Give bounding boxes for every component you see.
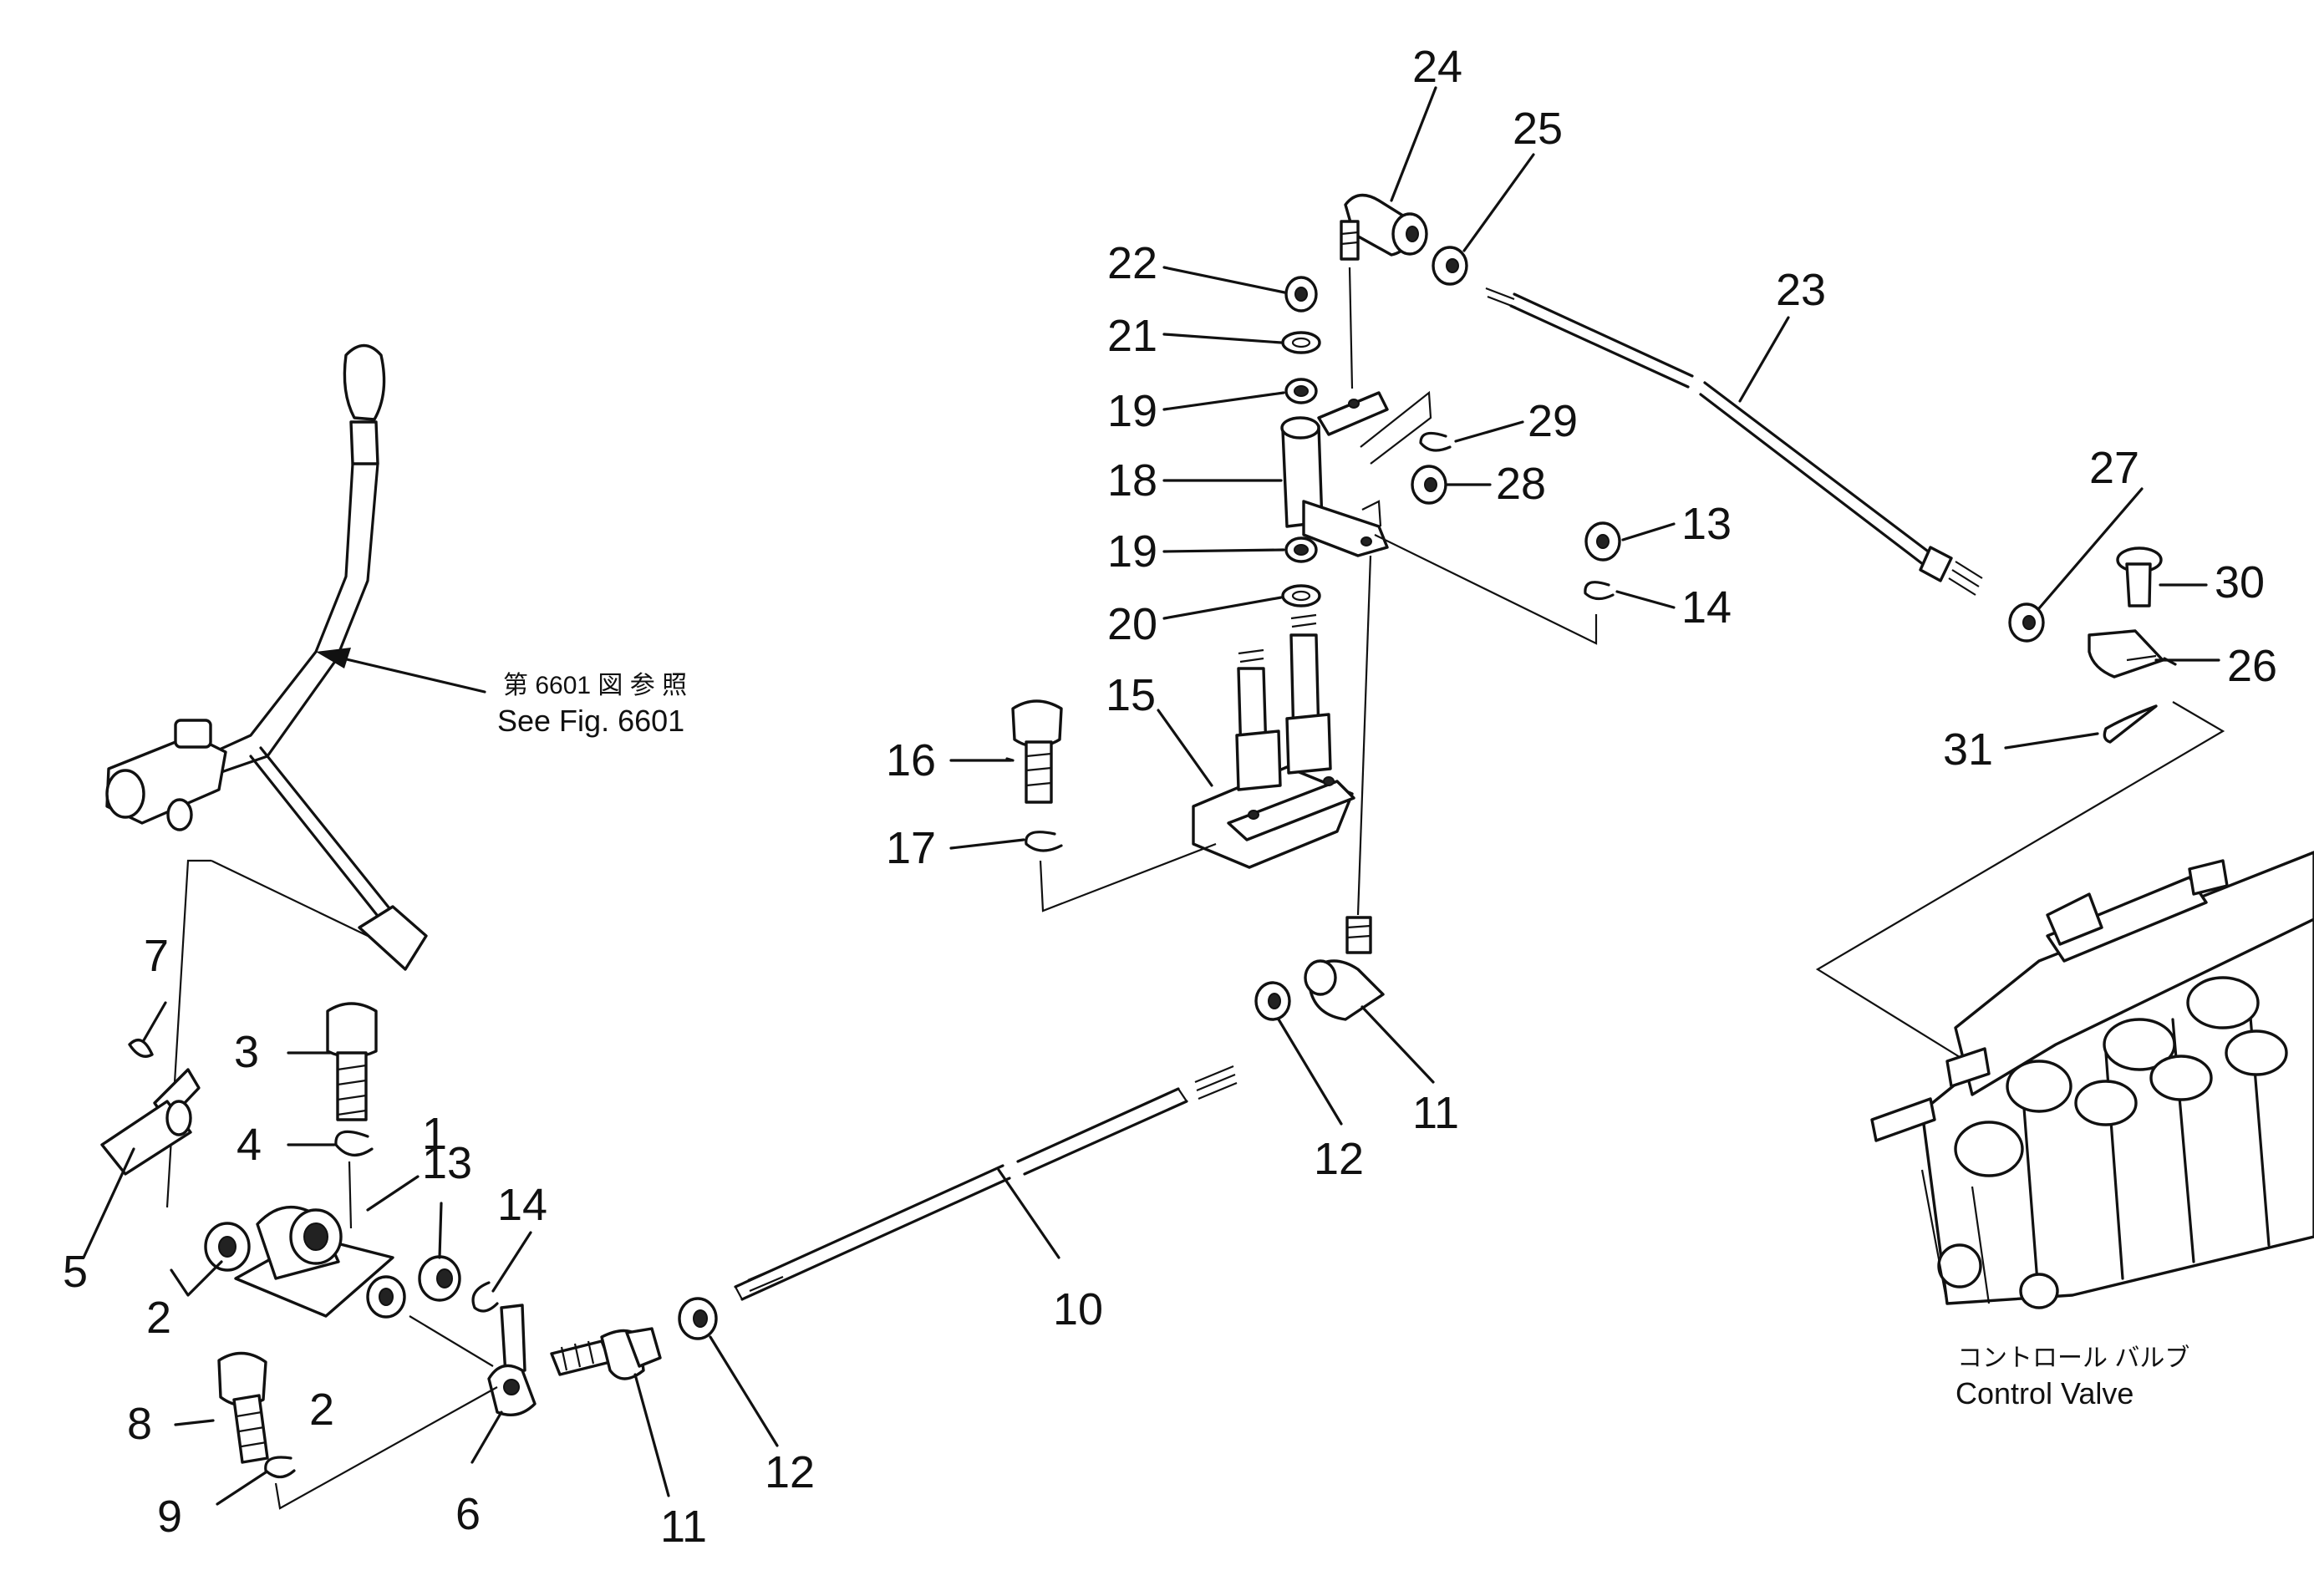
callout-2-left: 2	[146, 1293, 171, 1343]
callout-10: 10	[1053, 1284, 1103, 1334]
part-24-rod-end	[1340, 193, 1428, 261]
reference-note-english: See Fig. 6601	[497, 704, 684, 738]
part-8-bolt	[217, 1351, 269, 1464]
callout-3: 3	[234, 1027, 259, 1077]
part-30-pin	[2116, 546, 2163, 607]
callout-11-upper: 11	[1412, 1088, 1459, 1138]
part-10-rod	[734, 1065, 1238, 1301]
reference-note-japanese: 第 6601 図 参 照	[503, 672, 687, 699]
part-11-rod-end-upper	[1304, 916, 1385, 1021]
control-valve-label-japanese: コントロール バルブ	[1957, 1344, 2189, 1372]
part-20-washer	[1281, 584, 1321, 607]
callout-6: 6	[455, 1489, 481, 1539]
part-17-snap-ring	[1025, 831, 1063, 852]
callout-22: 22	[1107, 238, 1157, 288]
callout-27: 27	[2089, 443, 2139, 493]
callout-31: 31	[1943, 724, 1993, 775]
control-valve-label-english: Control Valve	[1955, 1376, 2133, 1410]
part-28-nut	[1411, 465, 1447, 505]
callout-8: 8	[127, 1399, 152, 1449]
part-7-cotter-pin	[128, 1038, 154, 1058]
part-26-clevis	[2088, 629, 2164, 679]
part-9-snap-ring	[264, 1456, 296, 1479]
part-12-nut-upper	[1254, 981, 1291, 1021]
part-13-nut-lower	[418, 1255, 461, 1302]
callout-14-lower: 14	[497, 1180, 547, 1230]
part-11-rod-end-lower	[550, 1327, 662, 1380]
part-18-lever-shaft	[1280, 391, 1389, 557]
part-14-ring-upper	[1584, 581, 1615, 601]
callout-26: 26	[2227, 641, 2277, 691]
part-3-bolt	[326, 1002, 378, 1121]
callout-24: 24	[1412, 42, 1462, 92]
part-22-nut	[1284, 276, 1318, 313]
callout-1: 1	[422, 1109, 447, 1159]
callout-9: 9	[157, 1492, 182, 1542]
callout-20: 20	[1107, 599, 1157, 649]
callout-5: 5	[63, 1247, 88, 1297]
part-19-bushing-lower	[1284, 536, 1318, 563]
part-31-cotter-pin	[2103, 704, 2158, 744]
callout-12-upper: 12	[1314, 1134, 1364, 1184]
reference-arrowhead	[316, 648, 351, 668]
part-4-snap-ring	[334, 1130, 374, 1156]
callout-18: 18	[1107, 455, 1157, 506]
part-13-nut-upper	[1584, 521, 1621, 562]
part-19-bushing-upper	[1284, 378, 1318, 404]
lever-knob	[343, 343, 386, 421]
callout-15: 15	[1106, 670, 1156, 720]
reference-arrow-line	[320, 652, 486, 694]
callout-14-upper: 14	[1681, 582, 1732, 633]
part-6-lever-arm	[487, 1304, 537, 1416]
callout-16: 16	[886, 735, 936, 785]
callout-12-lower: 12	[765, 1447, 815, 1497]
callout-29: 29	[1528, 396, 1578, 446]
callout-17: 17	[886, 823, 936, 873]
part-27-nut	[2008, 602, 2045, 643]
callout-numbers: 1 2 2 3 4 5 6 7 8 9 10 11 11 12 12 13 13…	[63, 42, 2277, 1552]
part-25-nut	[1432, 246, 1468, 286]
callout-30: 30	[2215, 557, 2265, 607]
callout-19-upper: 19	[1107, 386, 1157, 436]
part-12-nut-lower	[678, 1297, 718, 1340]
callout-4: 4	[236, 1120, 262, 1170]
lever-grip-collar	[349, 420, 379, 465]
part-16-bolt	[1011, 699, 1063, 804]
callout-19-lower: 19	[1107, 526, 1157, 577]
callout-7: 7	[144, 931, 169, 981]
callout-13-lower: 13	[422, 1138, 472, 1188]
callout-23: 23	[1776, 265, 1826, 315]
part-1-bracket	[234, 1205, 394, 1318]
control-lever-assembly	[105, 343, 486, 1208]
part-29-ring	[1419, 431, 1452, 452]
part-21-washer	[1281, 331, 1321, 354]
callout-2-lower: 2	[309, 1385, 334, 1435]
part-23-rod	[1485, 287, 1983, 596]
callout-13-upper: 13	[1681, 499, 1732, 549]
control-valve-illustration	[1870, 851, 2314, 1309]
leader-lines	[82, 86, 2220, 1506]
part-14-ring-lower	[471, 1281, 499, 1313]
callout-11-lower: 11	[660, 1502, 707, 1552]
lever-lower-clevis	[358, 905, 428, 971]
callout-21: 21	[1107, 311, 1157, 361]
part-15-bracket	[1192, 613, 1355, 869]
callout-25: 25	[1513, 104, 1563, 154]
callout-28: 28	[1496, 459, 1546, 509]
